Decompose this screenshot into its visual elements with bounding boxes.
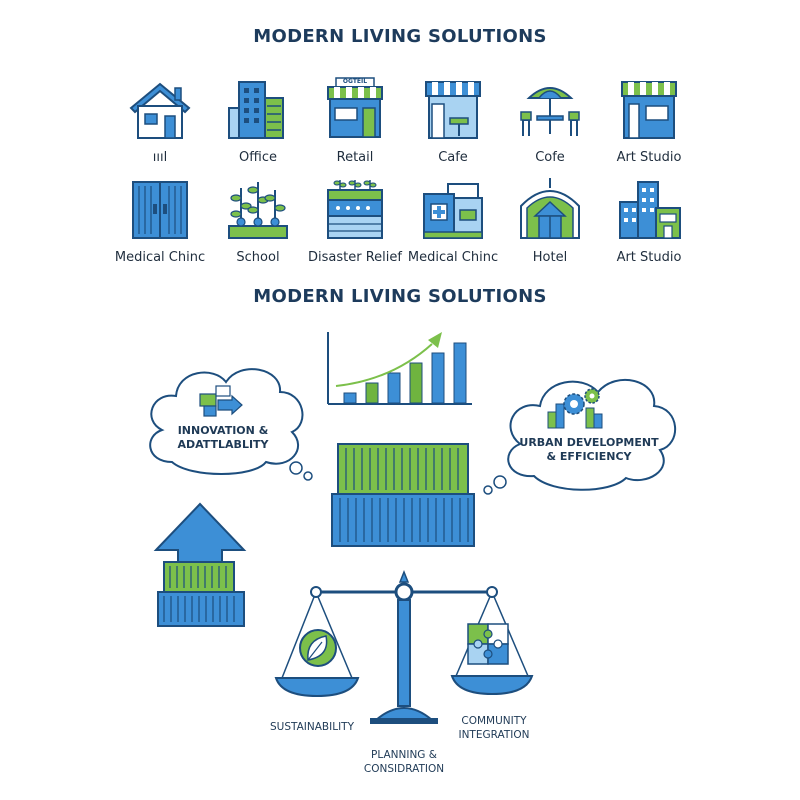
city-buildings-icon: [619, 181, 681, 239]
urban-cloud: [483, 378, 676, 495]
gears-buildings-icon: [547, 388, 603, 429]
container-icon: [132, 181, 188, 239]
icon-label: Disaster Relief: [308, 250, 402, 265]
icon-school-cell[interactable]: School: [203, 176, 313, 276]
planning-line2: CONSIDRATION: [363, 763, 445, 775]
icon-label: Cofe: [535, 150, 565, 165]
stacked-containers: [331, 443, 475, 547]
balance-scale: [274, 569, 534, 724]
icon-label: Art Studio: [616, 250, 682, 265]
icon-house-cell[interactable]: ıııl: [105, 76, 215, 176]
retail-store-icon: [327, 77, 383, 138]
patio-umbrella-icon: [520, 87, 580, 136]
community-label: COMMUNITY INTEGRATION: [444, 714, 544, 742]
trend-line: [335, 343, 433, 387]
plants-icon: [228, 182, 288, 239]
innovation-cloud: [149, 368, 313, 481]
icon-cafe-cell[interactable]: Cafe: [398, 76, 508, 176]
community-line1: COMMUNITY: [461, 715, 527, 727]
planning-label: PLANNING & CONSIDRATION: [354, 748, 454, 776]
growth-chart: [327, 332, 472, 405]
urban-line2: & EFFICIENCY: [546, 450, 632, 463]
icon-label: Cafe: [438, 150, 468, 165]
right-pan: [450, 675, 534, 696]
innovation-line2: ADATTLABLITY: [177, 438, 269, 451]
icon-label: Art Studio: [616, 150, 682, 165]
left-pan: [274, 677, 360, 698]
innovation-label: INNOVATION & ADATTLABLITY: [168, 424, 278, 452]
icon-label: Retail: [336, 150, 374, 165]
bottom-title: MODERN LIVING SOLUTIONS: [253, 286, 547, 307]
icon-label: Office: [239, 150, 277, 165]
garden-container-icon: [327, 180, 383, 239]
top-title: MODERN LIVING SOLUTIONS: [253, 26, 547, 47]
urban-label: URBAN DEVELOPMENT & EFFICIENCY: [516, 436, 662, 464]
icon-office-cell[interactable]: Office: [203, 76, 313, 176]
icon-art-studio-cell[interactable]: Art Studio: [594, 76, 704, 176]
icon-label: Medical Chinc: [114, 250, 206, 265]
planning-line1: PLANNING &: [371, 749, 437, 761]
chart-bar: [387, 372, 401, 404]
icon-medical-clinic-cell[interactable]: Medical Chinc: [398, 176, 508, 276]
icon-label: ıııl: [152, 150, 168, 165]
chart-bar: [365, 382, 379, 404]
sustainability-label: SUSTAINABILITY: [269, 721, 354, 733]
community-line2: INTEGRATION: [458, 729, 530, 741]
icon-retail-cell[interactable]: OGTEIL Retail: [300, 76, 410, 176]
chart-bar: [453, 342, 467, 404]
growth-arrow-containers: [153, 502, 247, 627]
chart-bar: [409, 362, 423, 404]
house-icon: [129, 82, 191, 139]
office-building-icon: [228, 81, 284, 139]
icon-cofe-cell[interactable]: Cofe: [495, 76, 605, 176]
greenhouse-icon: [520, 178, 580, 239]
retail-sign-text: OGTEIL: [342, 78, 368, 85]
icon-label: Medical Chinc: [407, 250, 499, 265]
icon-label: Hotel: [532, 250, 568, 265]
icon-hotel-cell[interactable]: Hotel: [495, 176, 605, 276]
chart-bar: [431, 352, 445, 404]
chart-bar: [343, 392, 357, 404]
urban-line1: URBAN DEVELOPMENT: [519, 436, 659, 449]
icon-medical-container-cell[interactable]: Medical Chinc: [105, 176, 215, 276]
icon-art-studio-2-cell[interactable]: Art Studio: [594, 176, 704, 276]
cafe-storefront-icon: [425, 81, 481, 139]
innovation-icon: [199, 385, 243, 417]
clinic-icon: [423, 183, 483, 239]
art-studio-icon: [621, 81, 677, 139]
icon-disaster-relief-cell[interactable]: Disaster Relief: [300, 176, 410, 276]
trend-arrowhead: [428, 332, 442, 348]
innovation-line1: INNOVATION &: [177, 424, 269, 437]
icon-label: School: [236, 250, 280, 265]
puzzle-icon: [467, 623, 509, 665]
